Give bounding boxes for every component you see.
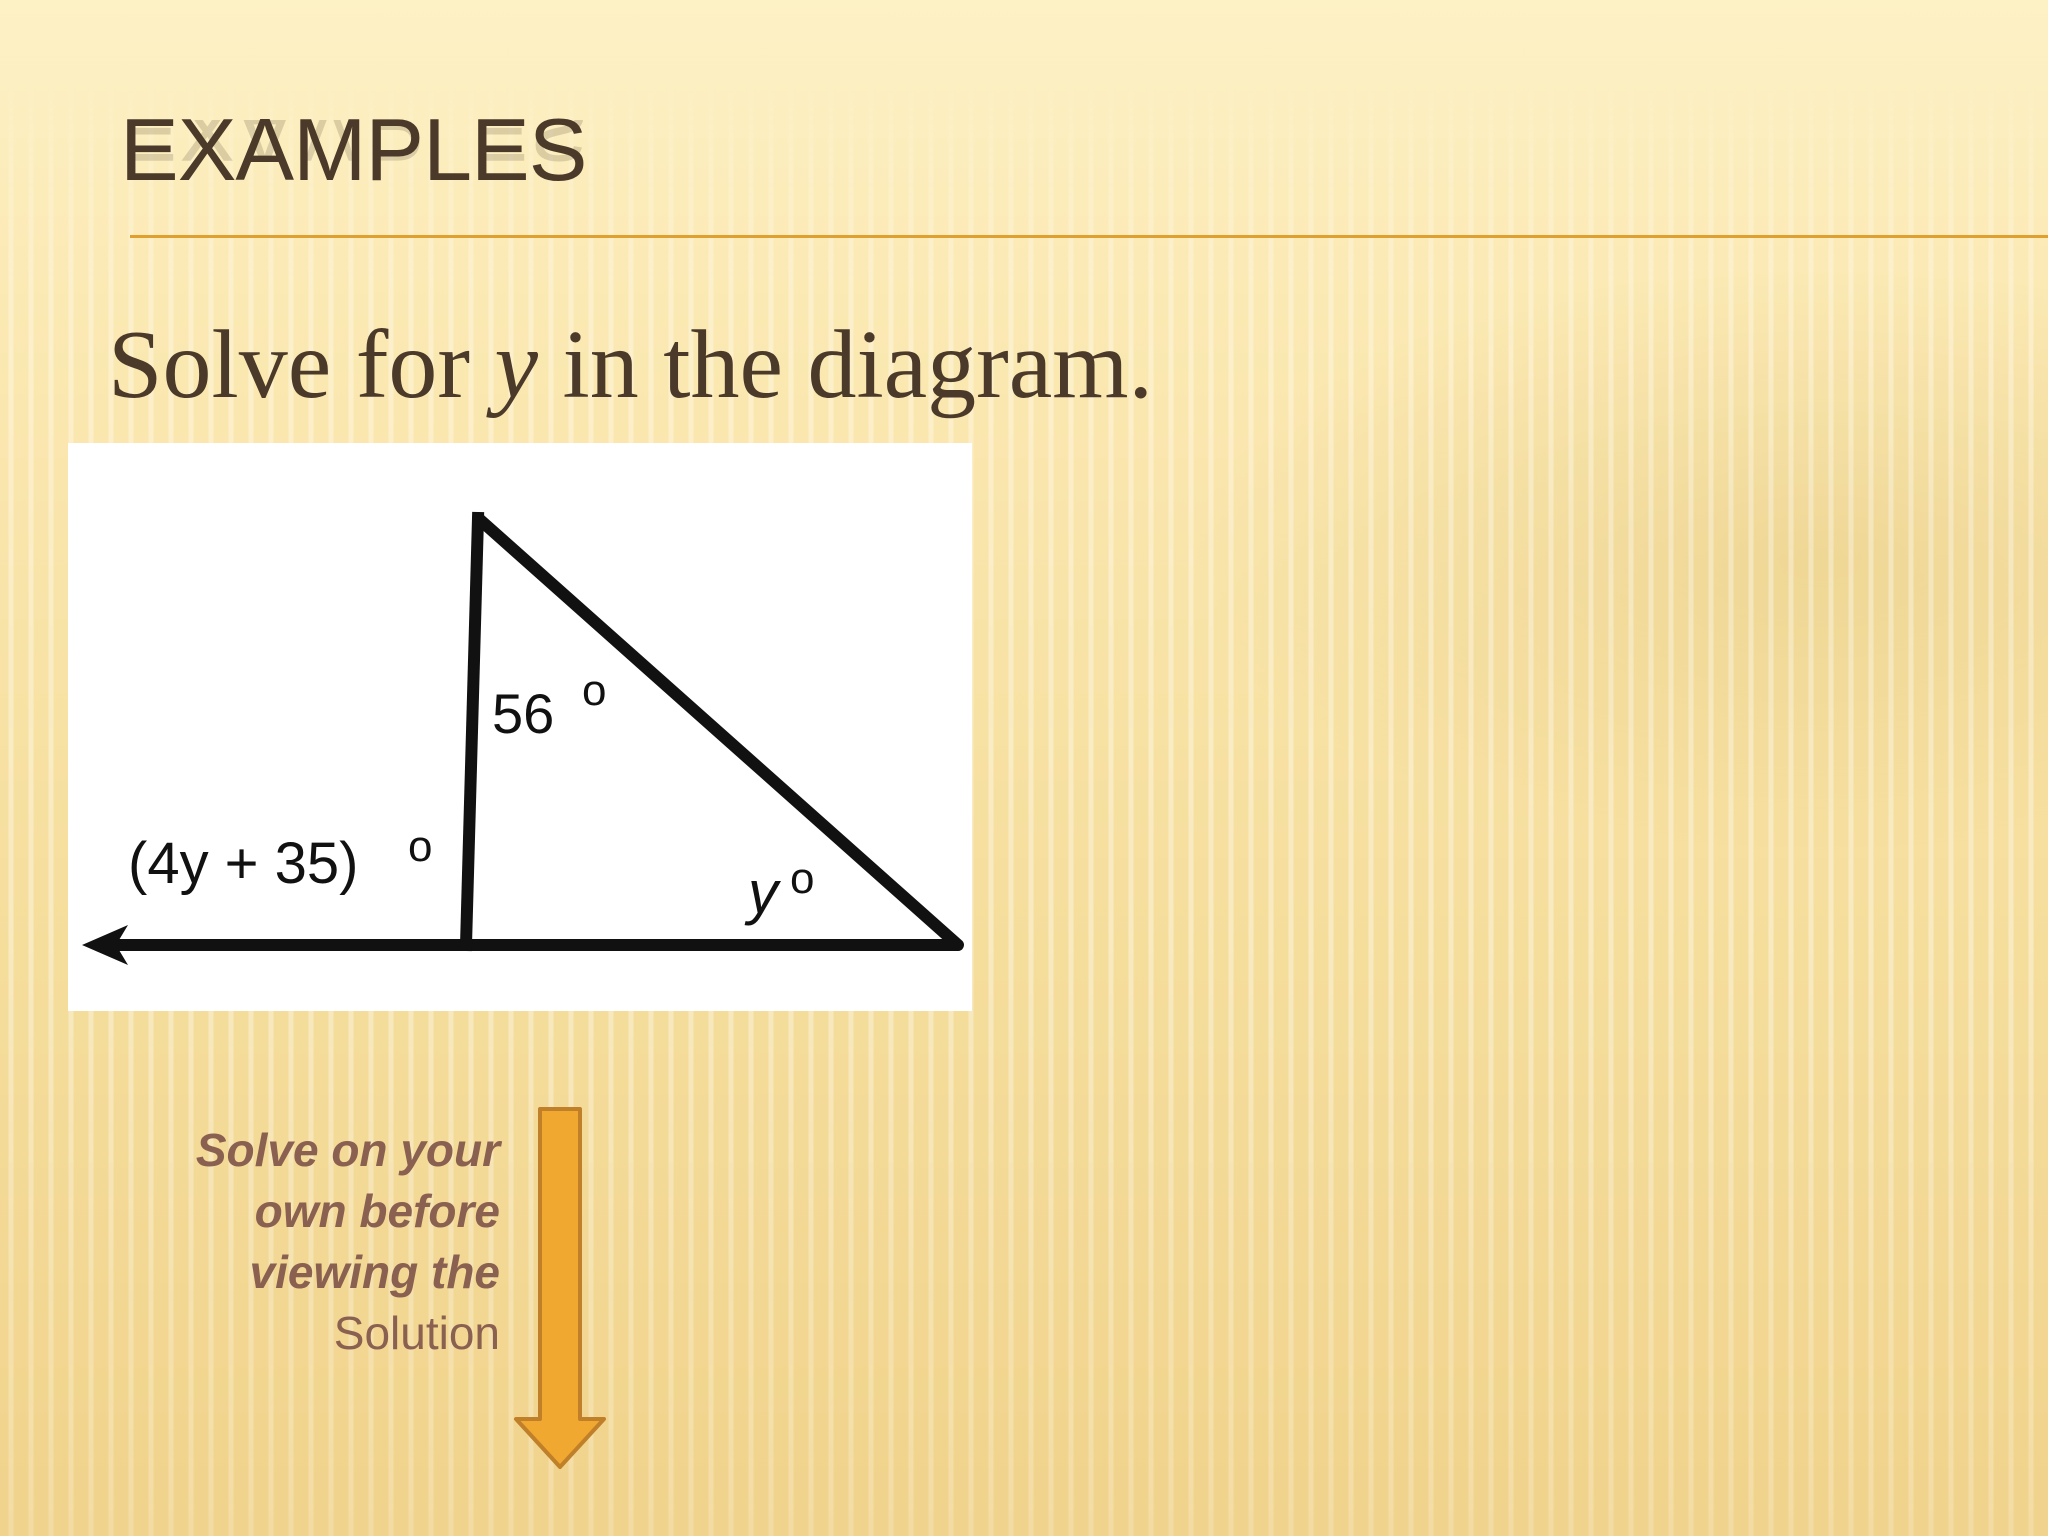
subtitle-variable: y <box>494 311 539 419</box>
slide-title: EXAMPLES <box>120 100 587 199</box>
slide-title-reflection: EXAMPLES <box>120 120 587 180</box>
exterior-angle-degree: o <box>408 822 432 871</box>
exterior-angle-expression: (4y + 35) <box>128 831 359 896</box>
note-line-3: viewing the <box>249 1246 500 1298</box>
note-line-4: Solution <box>333 1307 500 1359</box>
solve-note: Solve on your own before viewing the Sol… <box>100 1120 500 1364</box>
triangle-diagram-svg: 56 o (4y + 35) o y o <box>82 511 964 965</box>
subtitle-text-before: Solve for <box>108 311 495 419</box>
left-arrowhead <box>82 925 128 965</box>
down-arrow-icon <box>514 1107 606 1469</box>
bottom-angle-variable: y <box>744 859 782 926</box>
note-line-2: own before <box>254 1185 500 1237</box>
slide-subtitle: Solve for y in the diagram. <box>108 310 1153 420</box>
title-underline <box>130 235 2048 238</box>
top-angle-degree: o <box>582 666 606 715</box>
triangle-hypotenuse <box>472 512 964 951</box>
triangle-left-side <box>459 511 485 952</box>
triangle-diagram: 56 o (4y + 35) o y o <box>68 443 972 1011</box>
top-angle-value: 56 <box>492 682 554 745</box>
subtitle-text-after: in the diagram. <box>538 311 1154 419</box>
note-line-1: Solve on your <box>195 1124 500 1176</box>
bottom-angle-degree: o <box>790 854 814 903</box>
